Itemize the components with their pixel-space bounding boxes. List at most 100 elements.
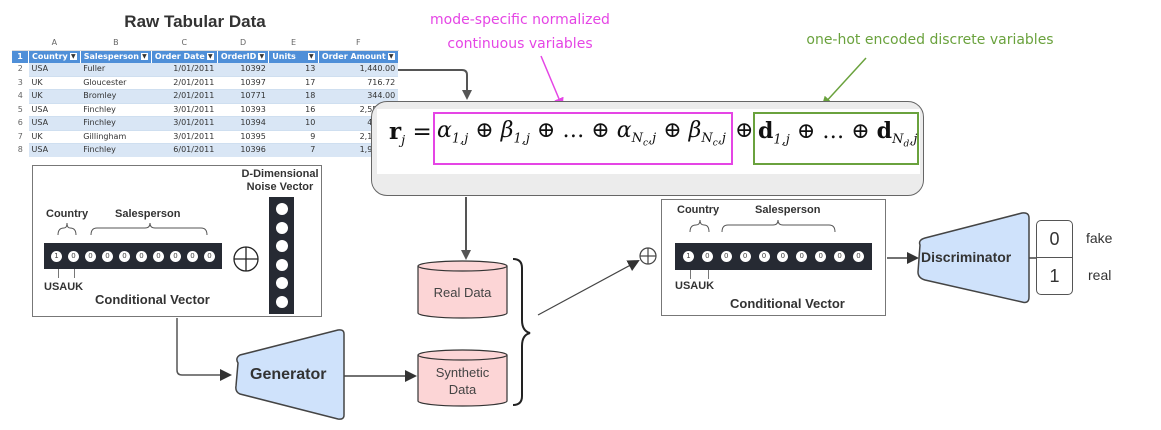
vector-bit: 0 [720, 251, 732, 262]
discrete-part-box [753, 112, 919, 165]
real-data-cylinder [417, 260, 508, 319]
filter-dropdown-icon[interactable]: ▼ [387, 52, 395, 60]
table-cell[interactable]: 17 [268, 75, 319, 90]
noise-dot [275, 240, 288, 253]
salesperson-label: Salesperson [115, 208, 181, 220]
table-cell[interactable]: 3/01/2011 [151, 116, 218, 130]
table-cell[interactable]: USA [28, 143, 81, 157]
table-cell[interactable]: 2/01/2011 [151, 75, 218, 90]
arrow-table-to-formula [353, 69, 472, 100]
table-cell[interactable]: 3/01/2011 [151, 102, 218, 117]
formula-lhs: rj = [389, 118, 432, 149]
generator-label: Generator [250, 366, 327, 383]
noise-dot [275, 203, 288, 216]
filter-dropdown-icon[interactable]: ▼ [307, 52, 315, 60]
noise-vector-bar [269, 197, 294, 314]
table-cell[interactable]: 13 [268, 63, 319, 76]
row-number: 2 [12, 63, 29, 76]
concat-symbol: ⊕ [735, 118, 754, 143]
table-cell[interactable]: 10395 [217, 129, 269, 144]
table-cell[interactable]: Gillingham [80, 129, 152, 144]
table-cell[interactable]: 9 [268, 129, 319, 144]
table-cell[interactable]: 1,440.00 [318, 63, 399, 76]
table-cell[interactable]: 344.00 [318, 89, 399, 103]
table-cell[interactable]: 18 [268, 89, 319, 103]
oplus-icon [233, 246, 259, 272]
raw-data-table: A B C D E F 1 Country▼ Salesperson▼ Orde… [12, 37, 399, 157]
vector-bit: 0 [85, 250, 96, 262]
usa-label: USA [675, 280, 699, 292]
table-cell[interactable]: USA [28, 63, 81, 76]
vector-bit: 0 [68, 250, 79, 262]
table-cell[interactable]: Finchley [80, 116, 152, 130]
header-cell[interactable]: OrderID▼ [217, 50, 270, 63]
vector-bit: 0 [796, 251, 808, 262]
filter-dropdown-icon[interactable]: ▼ [140, 52, 148, 60]
row-number: 8 [12, 143, 29, 157]
table-header-row: 1 Country▼ Salesperson▼ Order Date▼ Orde… [12, 50, 399, 63]
salesperson-label: Salesperson [755, 204, 821, 216]
header-cell[interactable]: Units▼ [268, 50, 319, 63]
table-cell[interactable]: 16 [268, 102, 319, 117]
table-cell[interactable]: 10393 [217, 102, 269, 117]
continuous-variables-annotation: mode-specific normalized continuous vari… [430, 12, 610, 52]
header-cell[interactable]: Order Amount▼ [318, 50, 399, 63]
table-cell[interactable]: 10397 [217, 75, 269, 90]
table-cell[interactable]: UK [28, 129, 81, 144]
table-cell[interactable]: 10396 [217, 143, 269, 157]
arrow-brace-to-concat [537, 260, 640, 316]
synthetic-data-cylinder [417, 349, 508, 407]
table-cell[interactable]: 716.72 [318, 75, 399, 90]
table-cell[interactable]: Gloucester [80, 75, 152, 90]
filter-dropdown-icon[interactable]: ▼ [258, 52, 266, 60]
table-cell[interactable]: UK [28, 75, 81, 90]
table-cell[interactable]: 3/01/2011 [151, 129, 218, 144]
table-cell[interactable]: 2/01/2011 [151, 89, 218, 103]
header-cell[interactable]: Order Date▼ [151, 50, 218, 63]
table-cell[interactable]: Bromley [80, 89, 152, 103]
filter-dropdown-icon[interactable]: ▼ [69, 52, 77, 60]
table-cell[interactable]: Finchley [80, 102, 152, 117]
concat-oplus-icon [639, 247, 657, 265]
table-cell[interactable]: 6/01/2011 [151, 143, 218, 157]
vector-bit: 0 [739, 251, 751, 262]
arrow-continuous-annotation [540, 55, 564, 108]
table-cell[interactable]: USA [28, 116, 81, 130]
header-cell[interactable]: Salesperson▼ [80, 50, 152, 63]
table-cell[interactable]: USA [28, 102, 81, 117]
uk-label: UK [67, 281, 84, 293]
table-cell[interactable]: UK [28, 89, 81, 103]
header-cell[interactable]: Country▼ [28, 50, 81, 63]
table-cell[interactable]: 10 [268, 116, 319, 130]
table-cell[interactable]: 10394 [217, 116, 269, 130]
uk-label: UK [698, 280, 715, 292]
noise-dot [275, 221, 288, 234]
country-label: Country [46, 208, 89, 220]
generator-shape [235, 329, 345, 420]
discrete-variables-annotation: one-hot encoded discrete variables [806, 32, 1054, 48]
real-label: real [1088, 267, 1112, 283]
table-cell[interactable]: 1/01/2011 [151, 63, 218, 76]
column-letter: B [80, 37, 152, 51]
table-cell[interactable]: 10392 [217, 63, 269, 76]
vector-bit: 0 [170, 250, 181, 262]
vector-bit: 0 [204, 250, 215, 262]
brace-icons [689, 219, 836, 233]
filter-dropdown-icon[interactable]: ▼ [206, 52, 214, 60]
table-cell[interactable]: Finchley [80, 143, 152, 157]
discriminator-shape [917, 212, 1030, 304]
row-number: 4 [12, 89, 29, 103]
table-cell[interactable]: 10771 [217, 89, 269, 103]
row-number: 5 [12, 103, 29, 117]
table-cell[interactable]: Fuller [80, 63, 152, 76]
vector-bit: 0 [777, 251, 789, 262]
column-letter: D [217, 37, 269, 51]
table-cell[interactable]: 7 [268, 143, 319, 157]
